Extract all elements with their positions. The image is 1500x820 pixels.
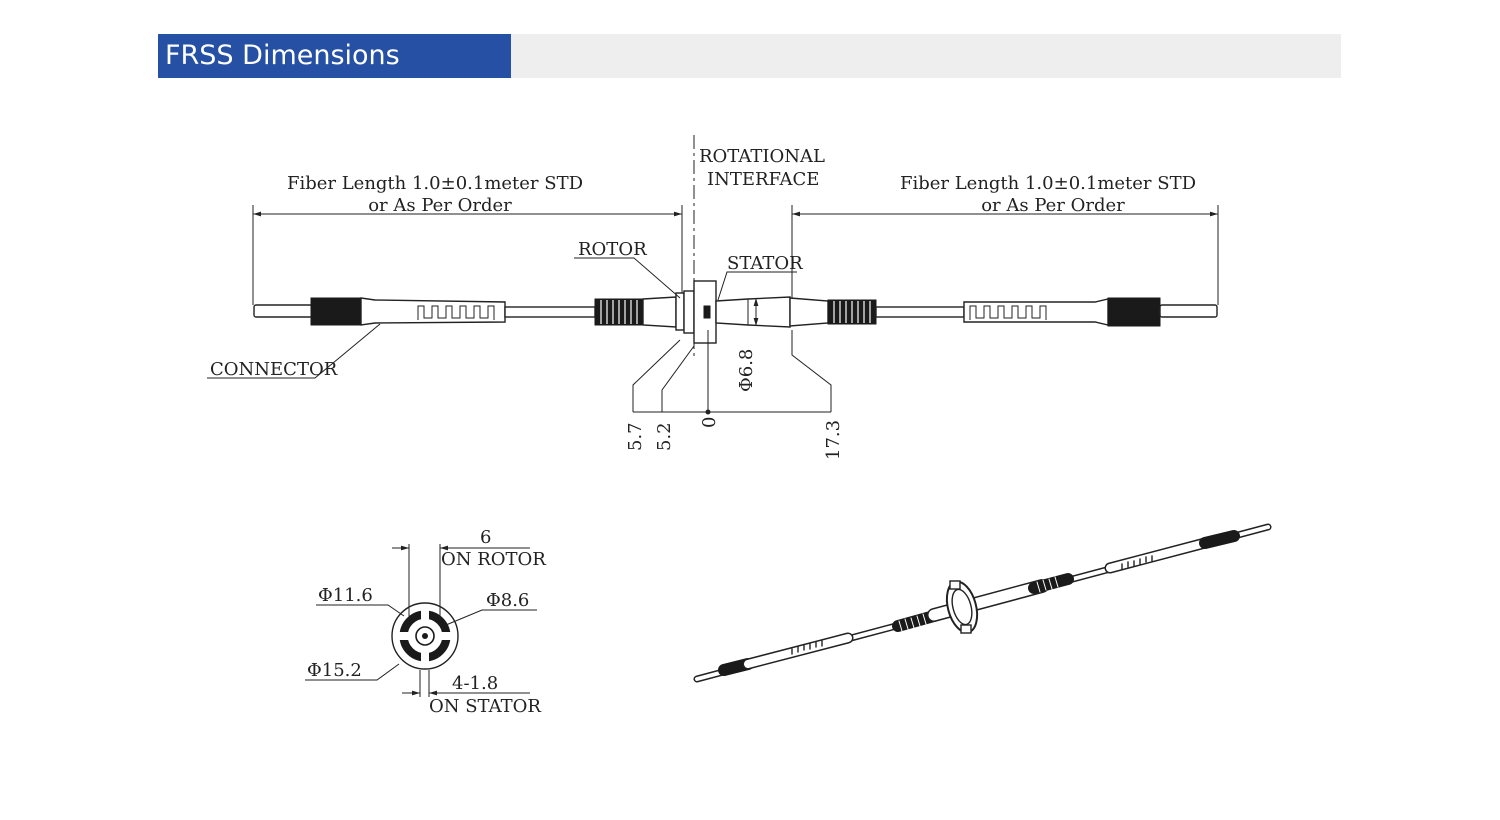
title-block: FRSS Dimensions bbox=[158, 34, 511, 78]
stator-leader bbox=[717, 271, 797, 301]
slots-note: ON STATOR bbox=[429, 696, 541, 717]
width-note: ON ROTOR bbox=[441, 549, 546, 570]
pos-leader-2 bbox=[661, 345, 695, 412]
stator-body bbox=[693, 280, 877, 344]
left-fiber bbox=[504, 306, 596, 318]
position-0: 0 bbox=[699, 417, 720, 428]
rotor-label: ROTOR bbox=[578, 239, 647, 260]
main-side-view: Fiber Length 1.0±0.1meter STD or As Per … bbox=[207, 135, 1219, 460]
right-connector bbox=[963, 297, 1218, 327]
interface-line2: INTERFACE bbox=[707, 169, 819, 190]
position-5-7: 5.7 bbox=[625, 422, 646, 451]
fiber-right-line2: or As Per Order bbox=[981, 195, 1125, 216]
title-bar: FRSS Dimensions bbox=[158, 34, 1341, 78]
interface-line1: ROTATIONAL bbox=[699, 146, 825, 167]
fiber-left-line2: or As Per Order bbox=[368, 195, 512, 216]
isometric-view bbox=[693, 523, 1272, 683]
fiber-left-line1: Fiber Length 1.0±0.1meter STD bbox=[287, 173, 583, 194]
slots-value: 4-1.8 bbox=[452, 673, 498, 694]
pos-leader-1 bbox=[632, 339, 681, 412]
connector-leader bbox=[207, 323, 381, 379]
position-17-3: 17.3 bbox=[823, 420, 844, 460]
rotor-leader bbox=[574, 257, 681, 299]
left-connector bbox=[253, 297, 506, 326]
stator-label: STATOR bbox=[727, 253, 803, 274]
end-view: 6 ON ROTOR Φ11.6 Φ8.6 Φ15.2 4-1.8 ON STA… bbox=[305, 527, 546, 717]
d-inner-label: Φ8.6 bbox=[486, 590, 529, 611]
right-fiber bbox=[875, 306, 965, 318]
d-outer-ring-label: Φ11.6 bbox=[318, 585, 373, 606]
pos-leader-4 bbox=[791, 330, 832, 412]
width-value: 6 bbox=[480, 527, 491, 548]
rotor-body bbox=[594, 290, 695, 334]
position-5-2: 5.2 bbox=[654, 422, 675, 451]
origin-dot bbox=[705, 409, 711, 415]
page-title: FRSS Dimensions bbox=[165, 40, 400, 71]
connector-label: CONNECTOR bbox=[210, 359, 338, 380]
diameter-label: Φ6.8 bbox=[736, 349, 757, 392]
d-flange-label: Φ15.2 bbox=[307, 660, 362, 681]
fiber-right-line1: Fiber Length 1.0±0.1meter STD bbox=[900, 173, 1196, 194]
